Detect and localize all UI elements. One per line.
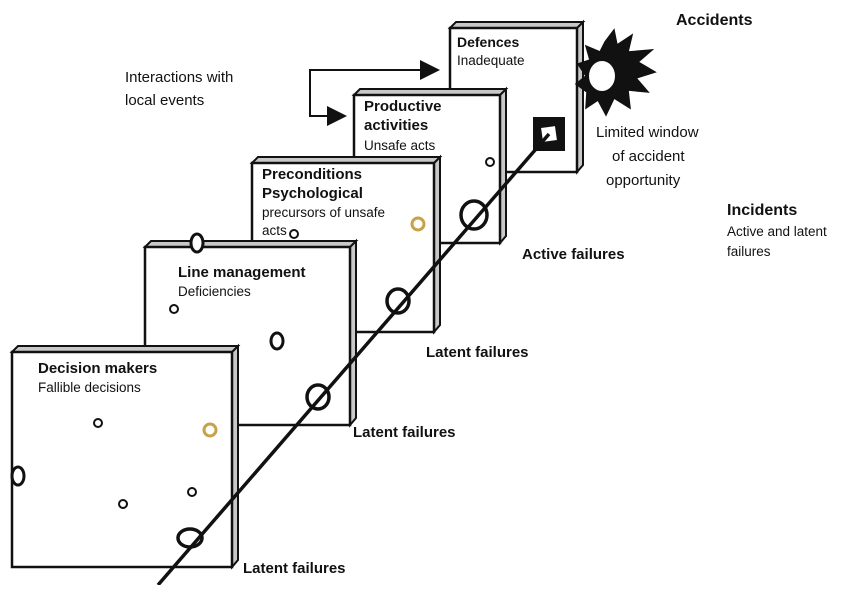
interactions-label-line1: Interactions with [125,69,234,86]
latent-failures-label-2: Latent failures [353,424,456,441]
decision-makers-sub: Fallible decisions [38,380,141,395]
line-management-sub: Deficiencies [178,284,251,299]
active-failures-label: Active failures [522,246,625,263]
accidents-label: Accidents [676,12,753,29]
incidents-line1: Active and latent [727,224,827,239]
decision-makers-title: Decision makers [38,360,158,377]
preconditions-title2: Psychological [262,185,363,202]
hole [189,232,205,254]
interactions-label-line2: local events [125,92,205,109]
hole [10,465,26,487]
incidents-line2: failures [727,244,771,259]
latent-failures-label-1: Latent failures [426,344,529,361]
productive-title2: activities [364,117,429,134]
hole [169,304,179,314]
hole-highlight [410,216,426,232]
defences-sub: Inadequate [457,53,525,68]
interactions-arrow [309,70,347,126]
preconditions-sub2: acts [262,223,287,238]
trajectory-line [156,132,551,587]
limited-window-line1: Limited window [596,124,699,141]
hole [459,199,489,231]
hole [289,229,299,239]
hole [118,499,128,509]
hole [485,157,495,167]
latent-failures-label-3: Latent failures [243,560,346,577]
productive-title1: Productive [364,98,442,115]
hole [269,331,285,351]
incidents-title: Incidents [727,202,798,219]
productive-sub: Unsafe acts [364,138,436,153]
limited-window-line3: opportunity [606,172,681,189]
hole [93,418,103,428]
defences-title: Defences [457,34,520,50]
explosion-core [587,59,617,93]
hole [187,487,197,497]
line-management-title: Line management [178,264,306,281]
preconditions-title1: Preconditions [262,166,363,183]
hole-highlight [202,422,218,438]
hole [385,287,411,315]
preconditions-sub1: precursors of unsafe [262,205,386,220]
hole [305,383,331,411]
limited-window-line2: of accident [612,148,685,165]
